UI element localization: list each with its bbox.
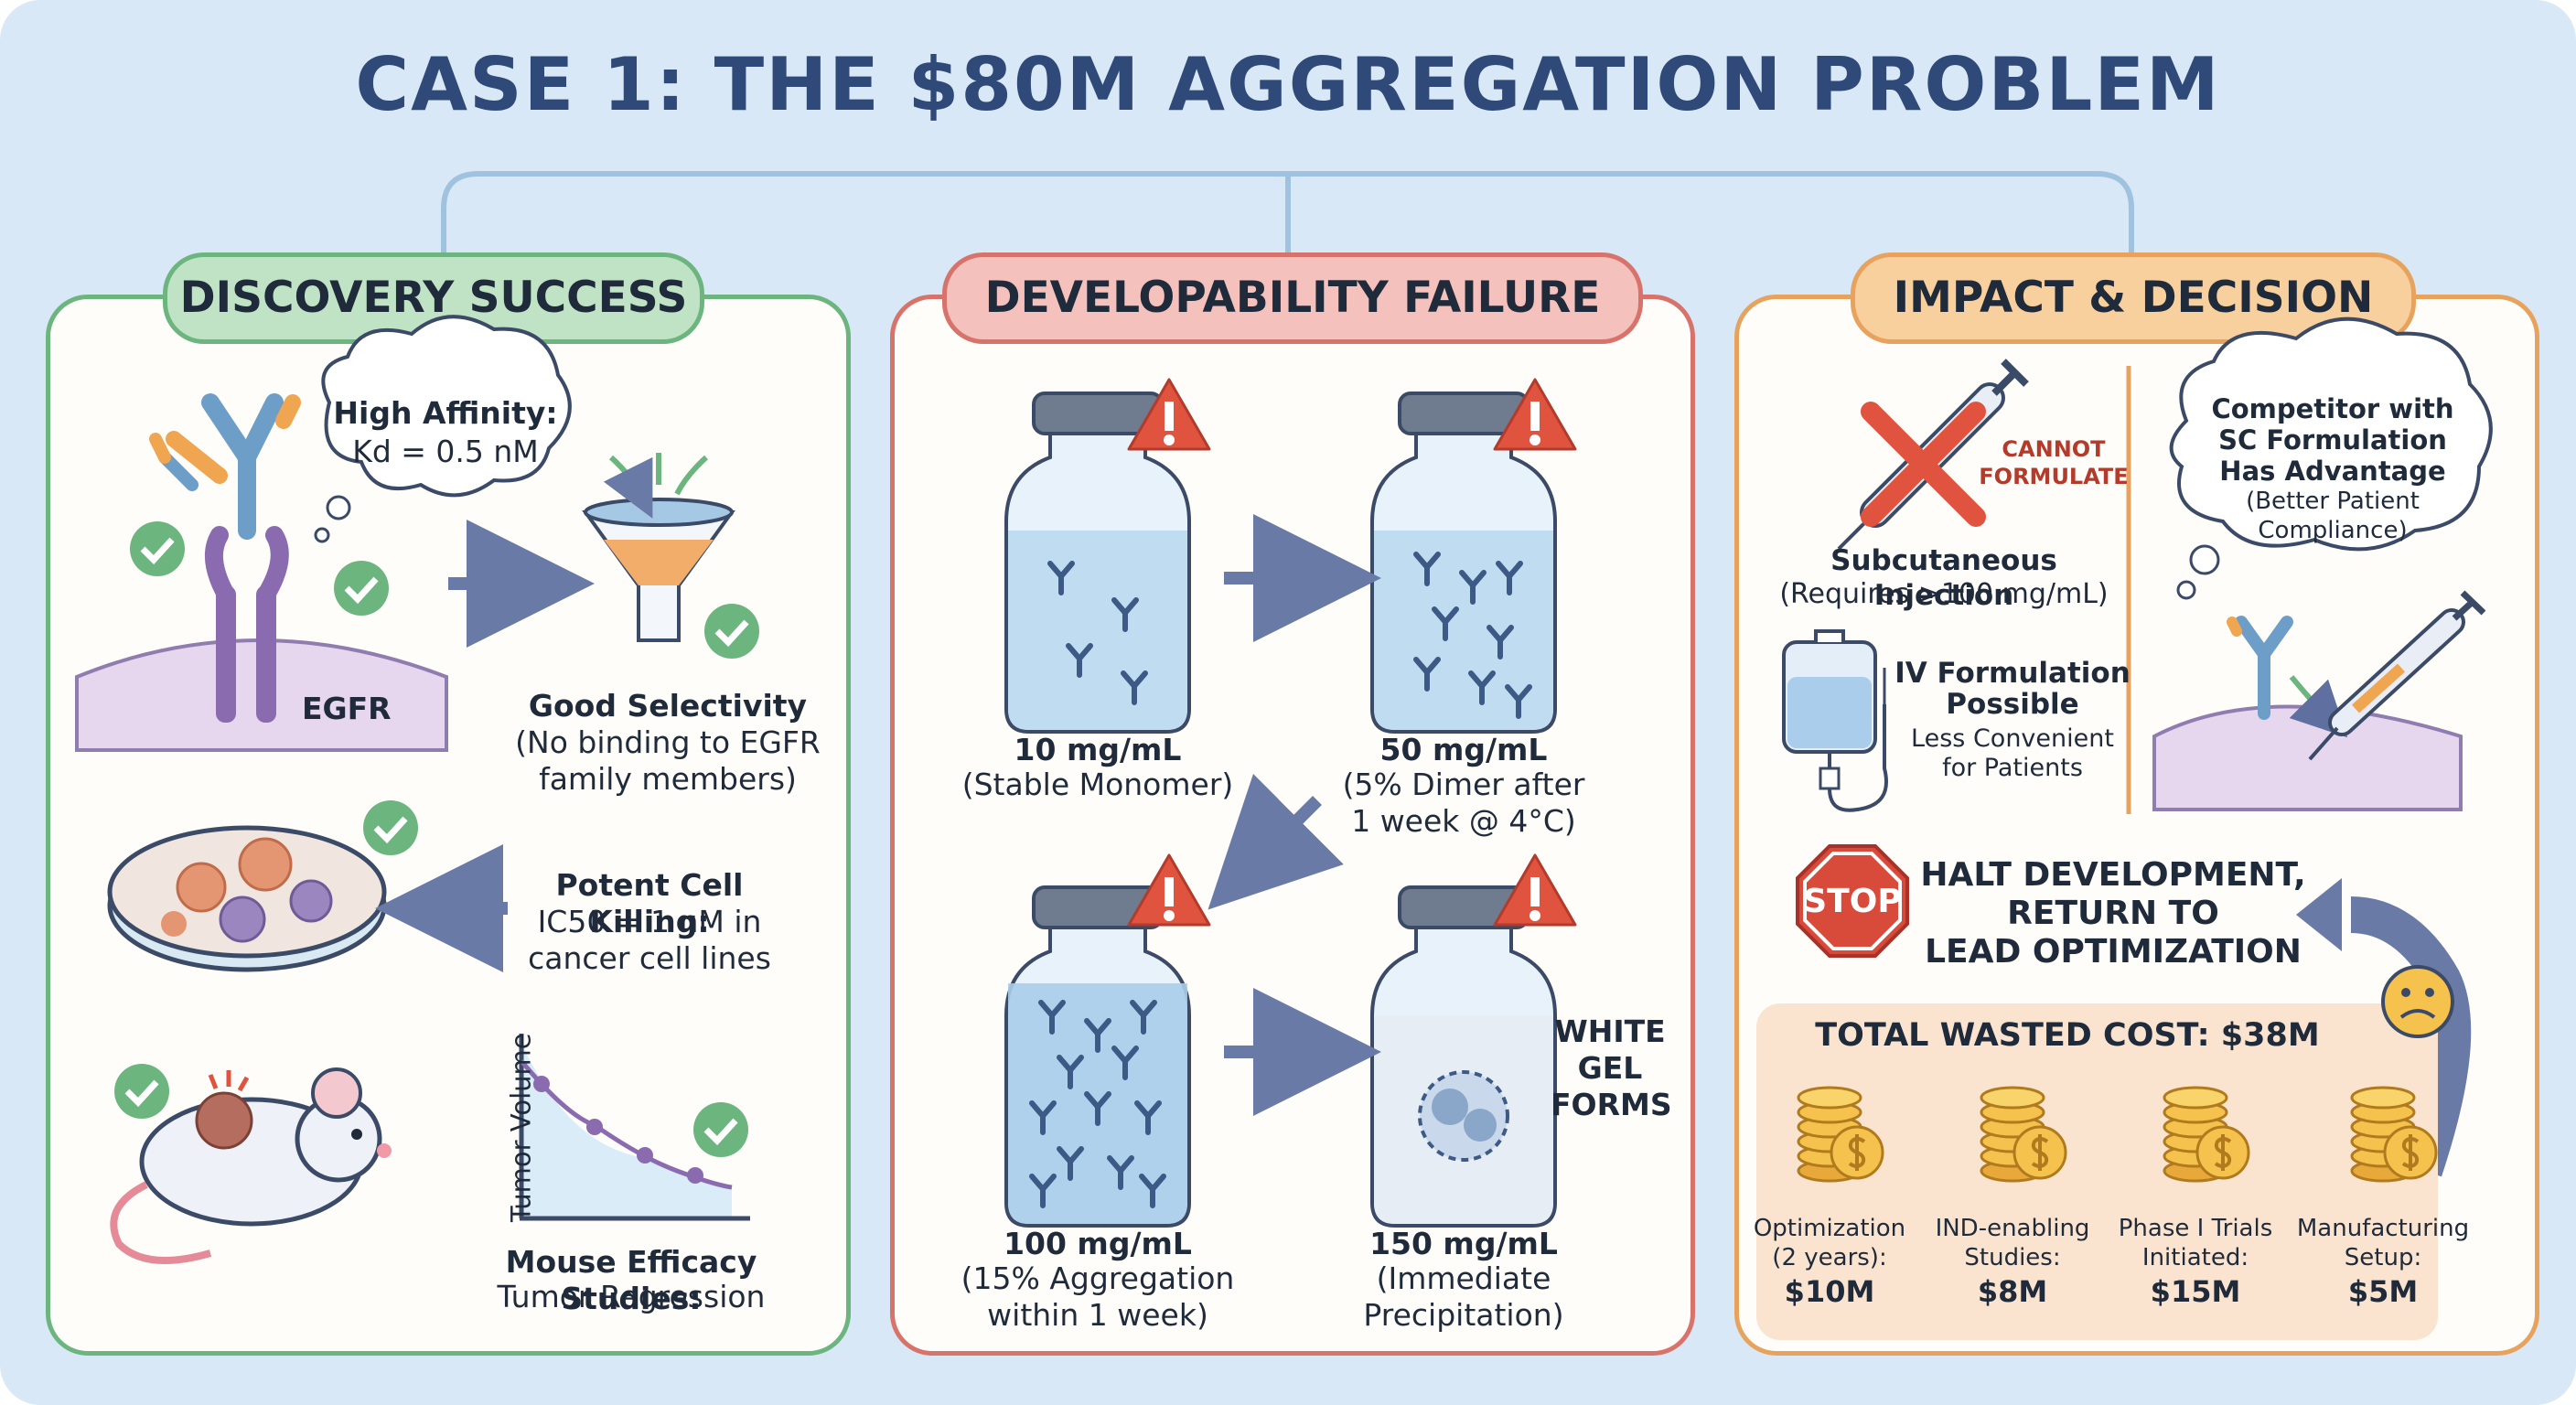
iv-bag-icon [1782, 629, 1888, 812]
efficacy-title: Mouse Efficacy Studies: [505, 1244, 757, 1317]
selectivity-title: Good Selectivity [528, 688, 808, 724]
vial2-conc: 50 mg/mL [1379, 732, 1548, 767]
arrow-icon [1208, 774, 1344, 910]
competitor-line5: Compliance) [2258, 517, 2408, 544]
cost-box [1756, 1003, 2438, 1340]
skin-injection-icon [2152, 590, 2486, 811]
antibody-icon [149, 433, 199, 491]
total-cost: TOTAL WASTED COST: $38M [1815, 1017, 2320, 1054]
vial-icon [1370, 885, 1557, 1228]
page-title: CASE 1: THE $80M AGGREGATION PROBLEM [355, 42, 2221, 127]
vial-icon [1370, 391, 1557, 734]
vial4-line2: Precipitation) [1363, 1297, 1564, 1333]
competitor-line3: Has Advantage [2219, 456, 2446, 487]
affinity-value: Kd = 0.5 nM [352, 434, 539, 469]
halt-line3: LEAD OPTIMIZATION [1925, 933, 2302, 971]
mouse-icon [110, 1067, 392, 1264]
cannot-label-1: CANNOT [2002, 436, 2106, 462]
impact-header: IMPACT & DECISION [1851, 252, 2416, 344]
affinity-thought-bubble [314, 315, 572, 543]
developability-header: DEVELOPABILITY FAILURE [942, 252, 1643, 344]
vial1-line1: (Stable Monomer) [961, 767, 1234, 802]
cost-1-line1: Optimization [1753, 1215, 1906, 1242]
cost-4-line1: Manufacturing [2296, 1215, 2470, 1242]
petri-dish-icon [107, 825, 387, 972]
vial4-line1: (Immediate [1376, 1260, 1551, 1296]
iv-sub-2: for Patients [1942, 754, 2083, 782]
competitor-line4: (Better Patient [2246, 488, 2420, 515]
cost-1-amount: $10M [1784, 1274, 1875, 1309]
iv-sub-1: Less Convenient [1911, 724, 2114, 753]
x-mark-icon [1861, 402, 1986, 527]
cost-2-amount: $8M [1977, 1274, 2048, 1309]
subq-sub: (Requires >100 mg/mL) [1779, 578, 2109, 610]
funnel-icon [582, 453, 735, 642]
iv-title-1: IV Formulation [1894, 657, 2131, 690]
competitor-thought-bubble [2169, 316, 2493, 600]
egfr-receptor-icon [204, 526, 289, 723]
cannot-label-2: FORMULATE [1979, 464, 2129, 489]
affinity-title: High Affinity: [333, 395, 558, 431]
selectivity-line2: family members) [539, 761, 797, 797]
sad-face-icon [2381, 965, 2454, 1038]
cost-3-line2: Initiated: [2141, 1244, 2249, 1271]
halt-line2: RETURN TO [2007, 895, 2219, 932]
vial3-conc: 100 mg/mL [1004, 1226, 1192, 1261]
killing-title: Potent Cell Killing: [555, 867, 744, 940]
iv-title-2: Possible [1946, 688, 2079, 721]
cost-3-amount: $15M [2150, 1274, 2241, 1309]
vial2-line2: 1 week @ 4°C) [1351, 803, 1576, 839]
subq-title: Subcutaneous Injection [1830, 544, 2057, 612]
stop-sign-icon [1796, 844, 1909, 958]
cost-1-line2: (2 years): [1772, 1244, 1887, 1271]
vial4-conc: 150 mg/mL [1369, 1226, 1558, 1261]
competitor-line1: Competitor with [2211, 393, 2454, 424]
gel-label-3: FORMS [1551, 1087, 1672, 1122]
vial-icon [1004, 391, 1191, 734]
halt-line1: HALT DEVELOPMENT, [1920, 856, 2306, 894]
cost-4-line2: Setup: [2344, 1244, 2422, 1271]
checkmark-icon [114, 521, 759, 1157]
vial3-line1: (15% Aggregation [961, 1260, 1235, 1296]
egfr-label: EGFR [302, 691, 392, 726]
cost-3-line1: Phase I Trials [2118, 1215, 2273, 1242]
gel-label-2: GEL [1577, 1050, 1643, 1086]
antibody-icon [166, 393, 301, 540]
tumor-volume-graph [519, 1034, 750, 1221]
vial-icon [1004, 885, 1191, 1228]
vial2-line1: (5% Dimer after [1342, 767, 1585, 802]
vial3-line2: within 1 week) [987, 1297, 1208, 1333]
cost-2-line2: Studies: [1964, 1244, 2061, 1271]
killing-line2: cancer cell lines [528, 940, 771, 976]
gel-label-1: WHITE [1554, 1014, 1666, 1049]
stop-sign-label: STOP [1803, 883, 1902, 920]
cost-4-amount: $5M [2347, 1274, 2419, 1309]
efficacy-sub: Tumor Regression [497, 1279, 766, 1314]
vial1-conc: 10 mg/mL [1014, 732, 1182, 767]
competitor-line2: SC Formulation [2218, 424, 2447, 456]
selectivity-line1: (No binding to EGFR [515, 724, 821, 760]
killing-line1: IC50 = 1 nM in [537, 904, 762, 939]
cost-2-line1: IND-enabling [1935, 1215, 2090, 1242]
